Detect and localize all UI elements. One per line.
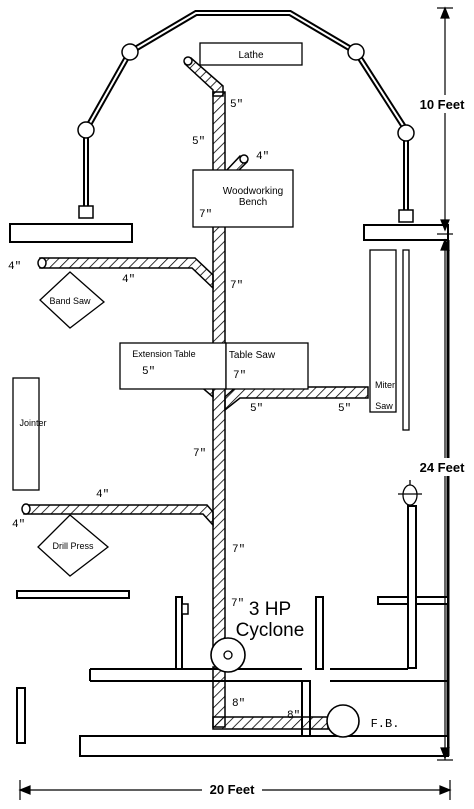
walls: [9, 223, 450, 757]
extension-table-label: Extension Table: [132, 349, 195, 359]
band-saw-label: Band Saw: [49, 296, 91, 306]
woodworking-bench-box: [192, 169, 294, 228]
height-lower-label: 24 Feet: [420, 460, 465, 475]
pipe-bench-main: 7": [199, 209, 212, 221]
hanging-lamp: [402, 484, 418, 506]
cyclone-wall-left-b: [181, 603, 189, 615]
miter-saw-label-2: Saw: [375, 401, 393, 411]
pipe-outlet-across: 8": [287, 710, 300, 722]
wall-upper-right: [363, 224, 449, 241]
jointer-box: [12, 377, 40, 491]
pipe-lathe-drop: 5": [230, 99, 243, 111]
pipe-miter-branch-b: 5": [338, 403, 351, 415]
wall-left-low: [16, 590, 130, 599]
table-saw-box: [225, 342, 309, 390]
pipe-bench-branch: 4": [256, 151, 269, 163]
cyclone-core: [223, 650, 233, 660]
wall-upper-left: [9, 223, 133, 243]
miter-saw-box: [369, 249, 397, 413]
fb-label: F.B.: [371, 717, 400, 731]
woodworking-bench-label-2: Bench: [239, 197, 267, 208]
jointer-label: Jointer: [19, 418, 46, 428]
machines: [12, 42, 422, 738]
cyclone-wall-right: [315, 596, 324, 670]
cyclone-label-2: Cyclone: [236, 620, 305, 641]
drill-press-diamond: [37, 514, 110, 577]
wall-partition-right: [407, 505, 417, 669]
miter-saw-label-1: Miter: [375, 380, 395, 390]
cyclone-wall-left: [175, 596, 183, 670]
lathe-box: [199, 42, 303, 66]
pipe-cyclone-inlet: 7": [231, 598, 244, 610]
pipe-upper-main: 5": [192, 136, 205, 148]
woodworking-bench-label-1: Woodworking: [223, 186, 283, 197]
pipe-miter-branch-a: 5": [250, 403, 263, 415]
pipe-drill-end: 4": [12, 519, 25, 531]
duct-outlet-across: [212, 716, 329, 730]
cyclone-label-1: 3 HP: [249, 599, 291, 620]
overhead-arch: [77, 10, 415, 223]
pipe-bandsaw-branch: 4": [122, 274, 135, 286]
wall-cross: [89, 668, 448, 682]
wall-left-jog: [16, 687, 26, 744]
table-saw-label: Table Saw: [229, 350, 276, 361]
band-saw-diamond: [39, 271, 106, 329]
pipe-size-labels: 5" 5" 4" 7" 4" 4" 7" 5" 7" 5" 5" 7" 4" 4…: [8, 99, 351, 722]
height-upper-label: 10 Feet: [420, 97, 465, 112]
extension-table-box: [119, 342, 227, 390]
drill-press-label: Drill Press: [52, 541, 94, 551]
width-label: 20 Feet: [210, 782, 255, 797]
wall-bottom: [79, 735, 449, 757]
pipe-tablesaw-main: 7": [233, 370, 246, 382]
pipe-mid-main: 7": [193, 448, 206, 460]
lathe-label: Lathe: [238, 50, 263, 61]
pipe-lower-main: 7": [232, 544, 245, 556]
pipe-extension-branch: 5": [142, 366, 155, 378]
pipe-outlet-down: 8": [232, 698, 245, 710]
pipe-drill-branch: 4": [96, 489, 109, 501]
filter-bag: [326, 704, 360, 738]
dimension-labels: 10 Feet 24 Feet 20 Feet: [202, 95, 470, 798]
pipe-bandsaw-end: 4": [8, 261, 21, 273]
pipe-bandsaw-main: 7": [230, 280, 243, 292]
duct-drill-branch: [23, 504, 214, 527]
machine-labels: Lathe Woodworking Bench Band Saw Extensi…: [19, 50, 399, 731]
miter-saw-tab: [402, 249, 410, 431]
